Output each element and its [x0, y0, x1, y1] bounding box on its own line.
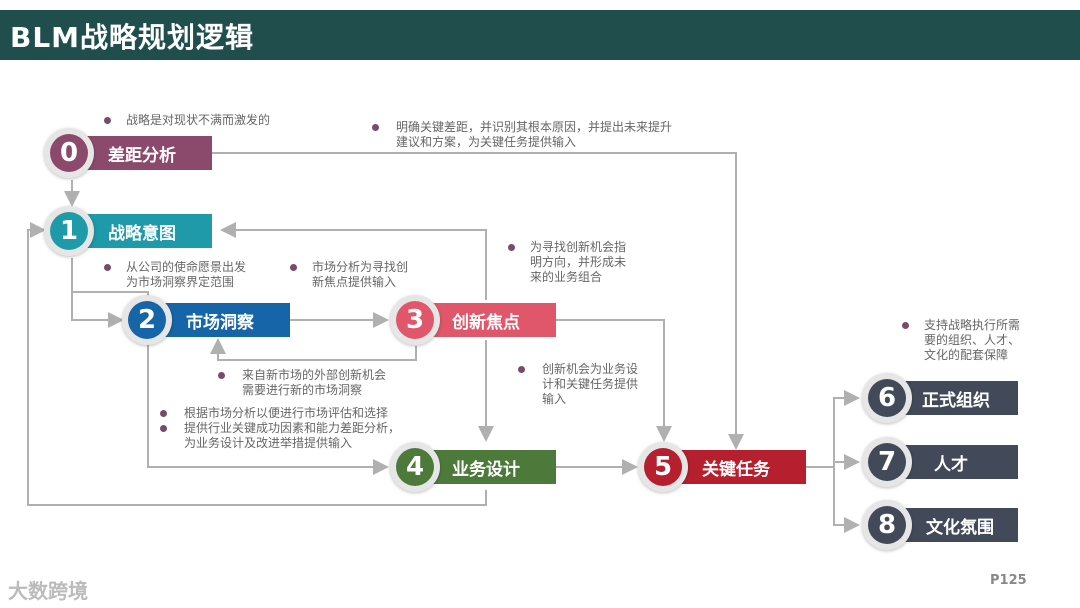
note-opportunity-input: 创新机会为业务设 计和关键任务提供 输入 [518, 362, 638, 407]
note-innovation-direction: 为寻找创新机会指 明方向，并形成未 来的业务组合 [508, 240, 626, 285]
note-market-input: 市场分析为寻找创 新焦点提供输入 [290, 260, 408, 290]
node-number-badge: 3 [390, 295, 440, 345]
node-label: 市场洞察 [150, 303, 290, 337]
line-5-to-8 [833, 467, 860, 533]
note-external-opportunity: 来自新市场的外部创新机会 需要进行新的市场洞察 [218, 368, 386, 398]
node-number-badge: 0 [44, 128, 94, 178]
page-title: BLM战略规划逻辑 [10, 21, 255, 54]
line-0-to-5 [212, 152, 744, 450]
note-execution-support: 支持战略执行所需 要的组织、人才、 文化的配套保障 [902, 318, 1020, 363]
node-number-badge: 5 [638, 442, 688, 492]
note-market-evaluation: 根据市场分析以便进行市场评估和选择 提供行业关键成功因素和能力差距分析， 为业务… [160, 406, 400, 451]
node-number-badge: 1 [44, 206, 94, 256]
line-4-to-1 [27, 222, 487, 506]
node-label: 差距分析 [72, 136, 212, 170]
node-label: 创新焦点 [418, 303, 556, 337]
node-label: 业务设计 [418, 450, 556, 484]
page-number: P125 [990, 573, 1027, 588]
note-gap-output: 明确关键差距，并识别其根本原因，并提出未来提升 建议和方案，为关键任务提供输入 [372, 120, 672, 150]
line-5-to-678 [806, 390, 860, 468]
node-number-badge: 8 [862, 500, 912, 550]
line-3-to-1 [220, 222, 487, 300]
node-number-badge: 2 [122, 295, 172, 345]
note-strategy-origin: 战略是对现状不满而激发的 [104, 113, 270, 128]
header-banner: BLM战略规划逻辑 [0, 10, 1080, 60]
note-mission-scope: 从公司的使命愿景出发 为市场洞察界定范围 [104, 260, 246, 290]
line-3-to-2 [210, 338, 417, 361]
line-1-to-2 [71, 258, 124, 328]
node-number-badge: 7 [862, 437, 912, 487]
line-2-to-4 [147, 342, 389, 475]
watermark-logo: 大数跨境 [8, 579, 88, 603]
line-3-to-5 [556, 319, 672, 442]
node-label: 战略意图 [72, 214, 212, 248]
node-number-badge: 6 [862, 373, 912, 423]
node-label: 人才 [890, 445, 1018, 479]
node-label: 关键任务 [666, 450, 806, 484]
node-number-badge: 4 [390, 442, 440, 492]
